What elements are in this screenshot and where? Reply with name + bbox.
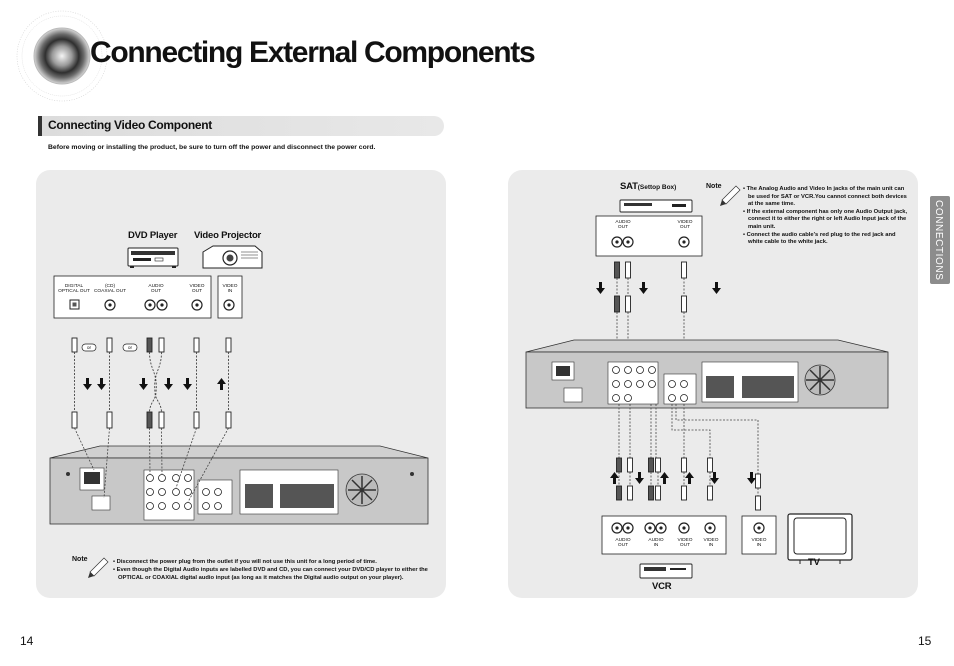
note-item: • If the external component has only one… bbox=[743, 208, 908, 230]
sat-sublabel: (Settop Box) bbox=[637, 184, 677, 191]
page-number-right: 15 bbox=[918, 634, 932, 648]
note-text-left: • Disconnect the power plug from the out… bbox=[112, 559, 432, 582]
label-video-out: VIDEO OUT bbox=[189, 284, 205, 295]
tv-jack-panel bbox=[741, 515, 777, 555]
vcr-label-audio-out: AUDIO OUT bbox=[615, 538, 631, 549]
tv-label-video-in: VIDEO IN bbox=[751, 538, 767, 549]
note-label-right: Note bbox=[706, 183, 722, 190]
label-coaxial: (CD) COAXIAL OUT bbox=[93, 284, 127, 295]
video-projector-label: Video Projector bbox=[194, 230, 262, 241]
main-unit-rear-right bbox=[525, 339, 889, 409]
speaker-disc-icon bbox=[16, 10, 108, 102]
note-item: • Connect the audio cable's red plug to … bbox=[743, 231, 896, 246]
note-item: • The Analog Audio and Video In jacks of… bbox=[743, 186, 907, 208]
vcr-icon bbox=[639, 563, 693, 579]
vcr-label-video-in: VIDEO IN bbox=[703, 538, 719, 549]
sat-label: SAT bbox=[620, 181, 638, 192]
power-warning: Before moving or installing the product,… bbox=[48, 144, 376, 151]
or-pill-2 bbox=[122, 343, 138, 352]
connections-tab-label: CONNECTIONS bbox=[933, 200, 944, 281]
settop-box-icon bbox=[619, 199, 693, 213]
section-header: Connecting Video Component bbox=[38, 116, 444, 136]
section-marker bbox=[38, 116, 42, 136]
sat-label-video-out: VIDEO OUT bbox=[677, 220, 693, 231]
dvd-player-icon bbox=[127, 247, 179, 268]
projector-icon bbox=[202, 245, 263, 269]
or-label-1: or bbox=[86, 345, 92, 351]
note-pencil-icon-right bbox=[720, 185, 741, 206]
label-digital-optical: DIGITAL OPTICAL OUT bbox=[58, 284, 90, 295]
note-item: • Even though the Digital Audio inputs a… bbox=[113, 566, 428, 581]
note-pencil-icon-left bbox=[88, 557, 109, 578]
vcr-label: VCR bbox=[652, 581, 672, 592]
vcr-label-video-out: VIDEO OUT bbox=[677, 538, 693, 549]
or-label-2: or bbox=[127, 345, 133, 351]
connections-tab: CONNECTIONS bbox=[930, 196, 950, 284]
page-number-left: 14 bbox=[20, 634, 34, 648]
dvd-player-label: DVD Player bbox=[128, 230, 178, 241]
or-pill-1 bbox=[81, 343, 97, 352]
section-title: Connecting Video Component bbox=[48, 118, 212, 132]
label-projector-video-in: VIDEO IN bbox=[222, 284, 238, 295]
note-label-left: Note bbox=[72, 556, 88, 563]
dvd-jack-panel bbox=[53, 275, 212, 319]
vcr-label-audio-in: AUDIO IN bbox=[648, 538, 664, 549]
tv-icon bbox=[787, 513, 853, 564]
vcr-jack-panel bbox=[601, 515, 727, 555]
note-item: • Disconnect the power plug from the out… bbox=[113, 559, 377, 565]
sat-jack-panel bbox=[595, 215, 703, 257]
page-title: Connecting External Components bbox=[90, 36, 536, 69]
note-text-right: • The Analog Audio and Video In jacks of… bbox=[742, 186, 910, 247]
sat-label-group: SAT(Settop Box) bbox=[620, 176, 676, 194]
projector-jack-panel bbox=[217, 275, 243, 319]
main-unit-rear-left bbox=[49, 445, 429, 525]
sat-label-audio-out: AUDIO OUT bbox=[615, 220, 631, 231]
tv-label: TV bbox=[808, 557, 820, 568]
label-audio-out: AUDIO OUT bbox=[148, 284, 164, 295]
